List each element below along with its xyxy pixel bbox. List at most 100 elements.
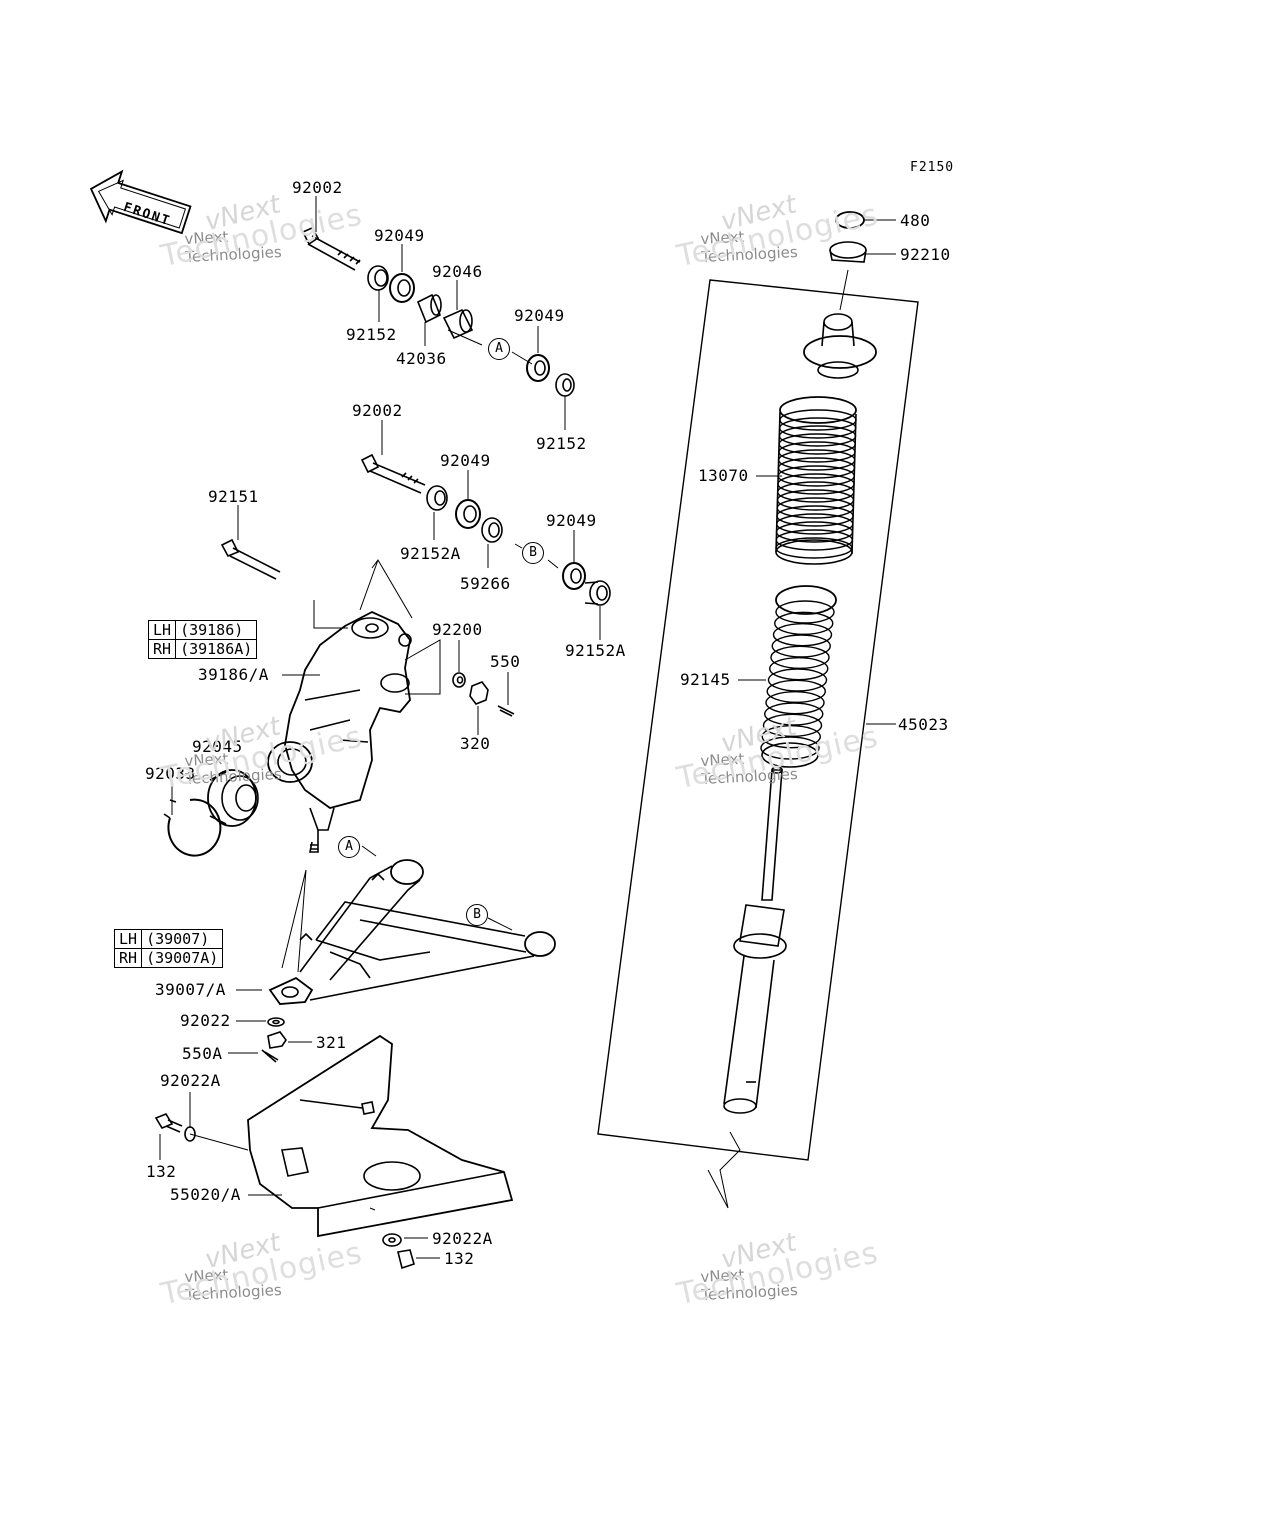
leader-lines-top-shock bbox=[839, 219, 896, 311]
leader-lines-mid bbox=[381, 420, 601, 640]
boot-rib bbox=[775, 529, 853, 551]
callout-132-b: 132 bbox=[444, 1249, 475, 1268]
callout-92210: 92210 bbox=[900, 245, 951, 264]
callout-92152A-a: 92152A bbox=[400, 544, 461, 563]
collar-92152-top bbox=[367, 265, 389, 291]
callout-480: 480 bbox=[900, 211, 931, 230]
boot-rib bbox=[776, 489, 855, 511]
callout-320: 320 bbox=[460, 734, 491, 753]
part-cell: (39186) bbox=[175, 620, 258, 640]
callout-92145: 92145 bbox=[680, 670, 731, 689]
boot-rib bbox=[778, 449, 856, 471]
leader-lines-knuckle bbox=[282, 640, 509, 735]
callout-92049-c: 92049 bbox=[440, 451, 491, 470]
side-cell: LH bbox=[147, 620, 177, 640]
boot-rib bbox=[778, 441, 856, 463]
callout-92049-a: 92049 bbox=[374, 226, 425, 245]
spring-coil bbox=[760, 736, 820, 760]
bushing-59266 bbox=[481, 517, 503, 543]
leader-lines-skid-bottom bbox=[404, 1237, 440, 1259]
leader-lines-upper bbox=[315, 196, 566, 430]
lower-bolt-92002 bbox=[360, 453, 426, 494]
spring-coil bbox=[767, 668, 828, 692]
circlip-92033 bbox=[163, 798, 222, 857]
spring-coil bbox=[766, 679, 826, 704]
callout-39186A: 39186/A bbox=[198, 665, 269, 684]
knuckle-pin-bracket bbox=[237, 505, 441, 695]
callout-132-a: 132 bbox=[146, 1162, 177, 1181]
spring-coil bbox=[761, 724, 821, 749]
part-cell: (39007) bbox=[141, 929, 224, 949]
knuckle-39186 bbox=[267, 610, 412, 853]
ref-letter-b-upper: B bbox=[522, 542, 544, 564]
table-row: LH (39186) bbox=[147, 620, 258, 640]
callout-92046: 92046 bbox=[432, 262, 483, 281]
callout-92200: 92200 bbox=[432, 620, 483, 639]
knuckle-variant-table: LH (39186) RH (39186A) bbox=[147, 620, 258, 659]
shock-top-mount bbox=[803, 313, 877, 379]
ref-letter-b-lower: B bbox=[466, 904, 488, 926]
spring-coil bbox=[775, 600, 835, 624]
part-cell: (39186A) bbox=[175, 639, 258, 659]
leader-lines-arm bbox=[236, 845, 513, 991]
arm-variant-table: LH (39007) RH (39007A) bbox=[113, 929, 224, 968]
pin-550A bbox=[261, 1049, 279, 1063]
boot-rib bbox=[776, 505, 854, 527]
skid-plate-55020 bbox=[247, 1034, 514, 1238]
bolt-132-bottom bbox=[397, 1249, 415, 1270]
callout-321: 321 bbox=[316, 1033, 347, 1052]
bolt-132-left bbox=[154, 1113, 183, 1133]
callout-92049-b: 92049 bbox=[514, 306, 565, 325]
spring-coil bbox=[765, 690, 825, 715]
table-row: RH (39007A) bbox=[113, 948, 224, 968]
side-cell: RH bbox=[147, 639, 177, 659]
boot-rib bbox=[777, 465, 855, 487]
callout-55020A: 55020/A bbox=[170, 1185, 241, 1204]
spring-92145 bbox=[761, 585, 837, 768]
ref-letter-a-upper: A bbox=[488, 338, 510, 360]
callout-39007A: 39007/A bbox=[155, 980, 226, 999]
callout-92022: 92022 bbox=[180, 1011, 231, 1030]
boot-rib bbox=[779, 417, 857, 439]
nut-320 bbox=[469, 681, 489, 705]
spring-coil bbox=[774, 611, 834, 636]
callout-13070: 13070 bbox=[698, 466, 749, 485]
bearing-92045 bbox=[207, 769, 259, 827]
spring-coil bbox=[770, 645, 830, 670]
callout-92049-d: 92049 bbox=[546, 511, 597, 530]
side-cell: LH bbox=[113, 929, 143, 949]
table-row: LH (39007) bbox=[113, 929, 224, 949]
callout-92151: 92151 bbox=[208, 487, 259, 506]
boot-rib bbox=[775, 521, 854, 543]
collar-92152A-mid bbox=[426, 485, 448, 511]
pin-550 bbox=[497, 705, 515, 717]
side-cell: RH bbox=[113, 948, 143, 968]
callout-92002-top: 92002 bbox=[292, 178, 343, 197]
sleeve-42036 bbox=[416, 293, 442, 324]
shock-outline-45023 bbox=[597, 279, 919, 1209]
nut-92210 bbox=[829, 241, 867, 263]
washer-92022A-left bbox=[184, 1126, 196, 1142]
washer-92022A-bottom bbox=[382, 1233, 402, 1247]
callout-92002-mid: 92002 bbox=[352, 401, 403, 420]
spring-coil bbox=[762, 713, 823, 738]
boot-rib bbox=[777, 457, 856, 479]
collar-92152A-right bbox=[584, 580, 611, 606]
callout-92152-a: 92152 bbox=[346, 325, 397, 344]
callout-92045: 92045 bbox=[192, 737, 243, 756]
seal-92049-lower-right bbox=[562, 562, 586, 590]
a-arm-39007 bbox=[268, 859, 556, 1005]
seal-92049-upper-right bbox=[526, 354, 550, 382]
leader-lines-skid bbox=[189, 1133, 376, 1211]
callout-92022A-b: 92022A bbox=[432, 1229, 493, 1248]
upper-bolt-92002 bbox=[301, 226, 361, 271]
callout-42036: 42036 bbox=[396, 349, 447, 368]
diagram-code: F2150 bbox=[910, 160, 955, 175]
callout-92022A-a: 92022A bbox=[160, 1071, 221, 1090]
washer-92022 bbox=[267, 1017, 285, 1027]
boot-rib bbox=[778, 425, 857, 447]
seal-92049-top bbox=[389, 273, 415, 303]
boot-rib bbox=[776, 513, 854, 535]
boot-rib bbox=[779, 409, 857, 431]
